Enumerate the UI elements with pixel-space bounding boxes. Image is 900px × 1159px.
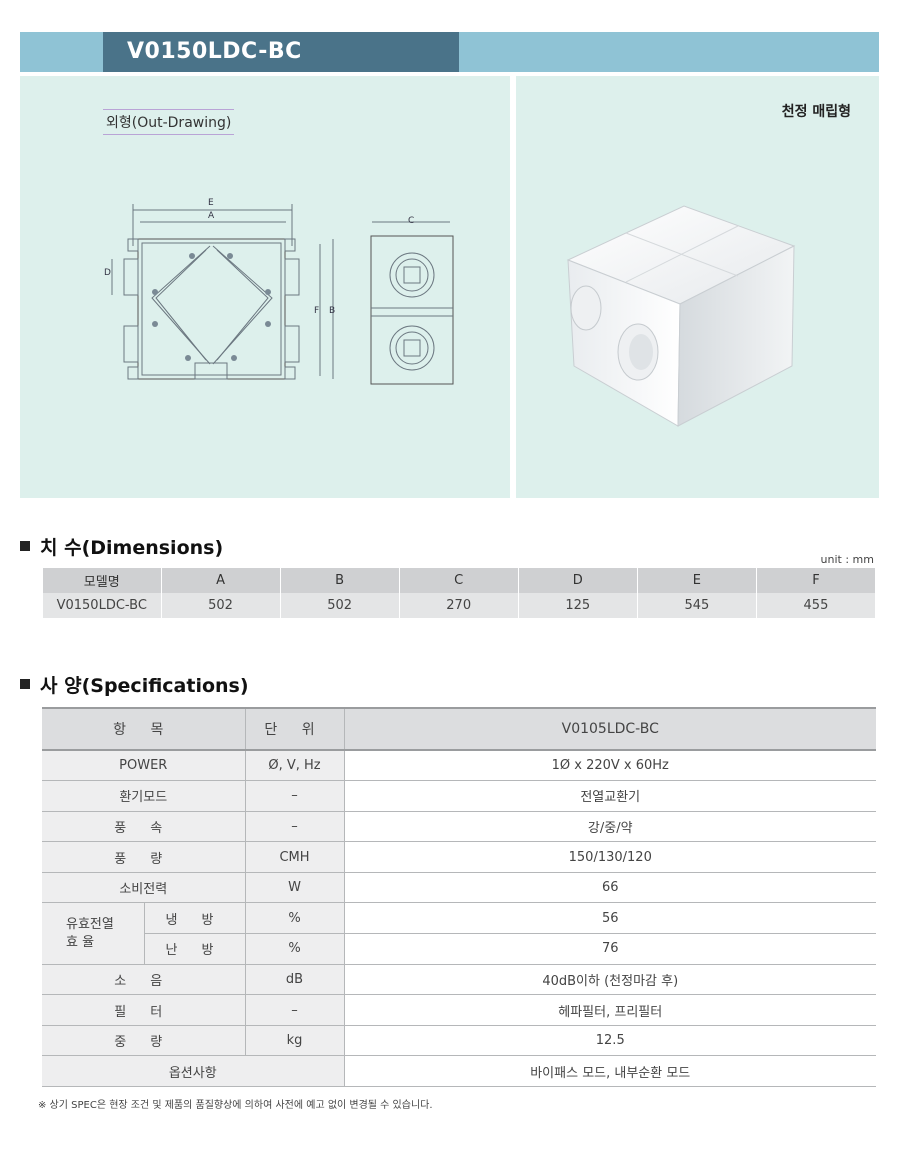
table-row: 소 음 dB 40dB이하 (천정마감 후) — [42, 964, 876, 996]
specifications-table: 항 목 단 위 V0105LDC-BC POWER Ø, V, Hz 1Ø x … — [42, 707, 876, 1088]
row-unit: – — [245, 780, 345, 812]
row-value: 76 — [344, 933, 876, 965]
specifications-heading: 사 양(Specifications) — [20, 671, 249, 698]
dim-label-a: A — [208, 211, 215, 221]
product-photo-panel: 천정 매립형 — [516, 76, 879, 498]
table-row: V0150LDC-BC 502 502 270 125 545 455 — [43, 593, 877, 618]
row-value: 헤파필터, 프리필터 — [344, 994, 876, 1026]
efficiency-group-label: 유효전열 효 율 — [42, 902, 145, 965]
out-drawing-label: 외형(Out-Drawing) — [103, 109, 235, 135]
row-unit: – — [245, 994, 345, 1026]
row-value: 바이패스 모드, 내부순환 모드 — [344, 1055, 876, 1088]
table-header-cell: B — [280, 568, 400, 593]
header-item: 항 목 — [42, 707, 246, 751]
row-unit: % — [245, 902, 345, 935]
row-value: 1Ø x 220V x 60Hz — [344, 750, 876, 782]
table-row: POWER Ø, V, Hz 1Ø x 220V x 60Hz — [42, 750, 876, 782]
row-value: 150/130/120 — [344, 841, 876, 873]
table-cell: 545 — [637, 593, 757, 618]
row-value: 56 — [344, 902, 876, 935]
dimensions-table: 모델명 A B C D E F V0150LDC-BC 502 502 270 … — [43, 568, 877, 618]
table-cell: 270 — [399, 593, 519, 618]
row-label: 냉 방 — [144, 902, 246, 935]
row-label: 환기모드 — [42, 780, 246, 812]
row-value: 12.5 — [344, 1025, 876, 1057]
row-value: 40dB이하 (천정마감 후) — [344, 964, 876, 996]
table-row: 난 방 % 76 — [42, 933, 876, 965]
out-drawing-panel: 외형(Out-Drawing) — [20, 76, 510, 498]
header-unit: 단 위 — [245, 707, 345, 751]
row-unit: kg — [245, 1025, 345, 1057]
row-label: 필 터 — [42, 994, 246, 1026]
dim-label-d: D — [104, 268, 111, 278]
row-label: 옵션사항 — [42, 1055, 345, 1088]
row-unit: W — [245, 872, 345, 904]
unit-label: unit : mm — [820, 553, 874, 566]
table-header-cell: F — [756, 568, 877, 593]
dim-label-f: F — [314, 306, 320, 316]
table-header-row: 항 목 단 위 V0105LDC-BC — [42, 707, 876, 751]
row-unit: Ø, V, Hz — [245, 750, 345, 782]
bullet-square-icon — [20, 679, 30, 689]
row-unit: – — [245, 811, 345, 843]
dim-label-c: C — [408, 216, 415, 226]
table-cell: 502 — [280, 593, 400, 618]
specifications-heading-text: 사 양(Specifications) — [40, 675, 249, 697]
row-label: 소비전력 — [42, 872, 246, 904]
table-row: 유효전열 효 율 냉 방 % 56 — [42, 902, 876, 965]
row-label: 풍 속 — [42, 811, 246, 843]
row-label: 소 음 — [42, 964, 246, 996]
dimensions-heading: 치 수(Dimensions) — [20, 533, 223, 560]
table-row: 필 터 – 헤파필터, 프리필터 — [42, 994, 876, 1026]
row-label: POWER — [42, 750, 246, 782]
header-model: V0105LDC-BC — [344, 707, 876, 751]
row-label: 풍 량 — [42, 841, 246, 873]
table-header-cell: A — [161, 568, 281, 593]
row-value: 강/중/약 — [344, 811, 876, 843]
table-cell: 502 — [161, 593, 281, 618]
row-unit: dB — [245, 964, 345, 996]
table-row: 옵션사항 바이패스 모드, 내부순환 모드 — [42, 1055, 876, 1088]
row-value: 전열교환기 — [344, 780, 876, 812]
table-cell: 125 — [518, 593, 638, 618]
product-image — [566, 205, 796, 427]
row-value: 66 — [344, 872, 876, 904]
bullet-square-icon — [20, 541, 30, 551]
table-row: 풍 속 – 강/중/약 — [42, 811, 876, 843]
dim-label-e: E — [208, 198, 214, 208]
dim-label-b: B — [329, 306, 336, 316]
row-label: 중 량 — [42, 1025, 246, 1057]
table-row: 중 량 kg 12.5 — [42, 1025, 876, 1057]
table-row: 풍 량 CMH 150/130/120 — [42, 841, 876, 873]
table-cell: 455 — [756, 593, 877, 618]
footnote: ※ 상기 SPEC은 현장 조건 및 제품의 품질향상에 의하여 사전에 예고 … — [38, 1100, 433, 1111]
row-label: 난 방 — [144, 933, 246, 965]
table-header-cell: C — [399, 568, 519, 593]
install-type-label: 천정 매립형 — [781, 104, 851, 120]
table-cell: V0150LDC-BC — [43, 593, 162, 618]
table-header-cell: 모델명 — [43, 568, 162, 593]
model-title: V0150LDC-BC — [103, 32, 459, 72]
out-drawing-diagram — [111, 204, 454, 385]
table-row: 소비전력 W 66 — [42, 872, 876, 904]
row-unit: % — [245, 933, 345, 965]
row-unit: CMH — [245, 841, 345, 873]
table-header-cell: E — [637, 568, 757, 593]
dimensions-heading-text: 치 수(Dimensions) — [40, 537, 224, 559]
table-row: 환기모드 – 전열교환기 — [42, 780, 876, 812]
table-header-cell: D — [518, 568, 638, 593]
table-header-row: 모델명 A B C D E F — [43, 568, 877, 593]
